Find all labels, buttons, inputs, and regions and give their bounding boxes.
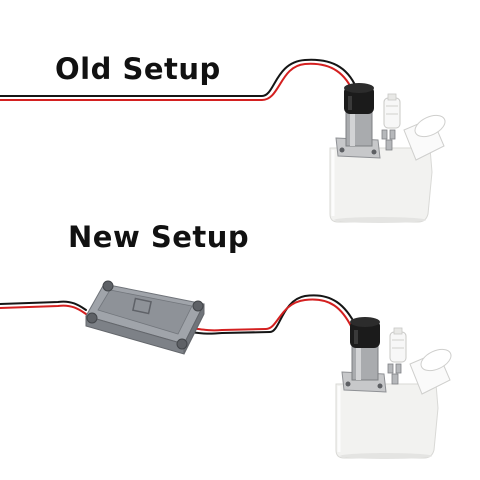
old-tank (329, 147, 433, 223)
new-output-wire (189, 294, 357, 335)
old-setup-group (0, 58, 446, 223)
old-motor (344, 83, 374, 147)
electronics-enclosure (85, 280, 205, 355)
new-setup-group (0, 280, 452, 459)
new-setup-heading: New Setup (68, 220, 250, 254)
old-filter (383, 93, 401, 129)
old-wire (0, 58, 359, 101)
new-input-wire (0, 300, 87, 315)
old-setup-heading: Old Setup (55, 52, 221, 86)
new-filter (389, 327, 407, 363)
old-cap (403, 114, 446, 161)
new-tank (335, 383, 439, 459)
new-cap (409, 348, 452, 395)
new-motor (350, 317, 380, 381)
